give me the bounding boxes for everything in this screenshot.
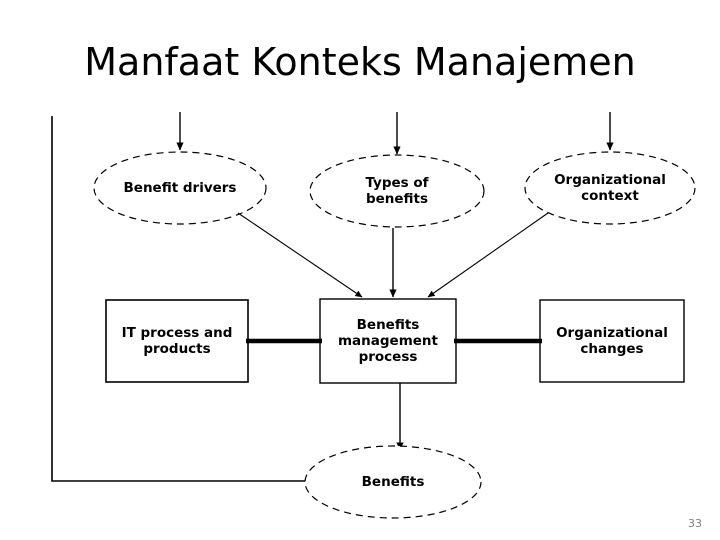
ellipse-benefits[interactable] (304, 445, 482, 519)
page-title: Manfaat Konteks Manajemen (84, 40, 636, 84)
ellipse-organizational-context[interactable] (524, 151, 696, 225)
arrow-benefit-drivers-to-process (237, 212, 363, 298)
page-number: 33 (688, 517, 702, 530)
ellipse-benefit-drivers[interactable] (93, 151, 267, 225)
ellipse-types-of-benefits[interactable] (309, 154, 485, 228)
arrow-organizational-context-to-process (427, 212, 549, 298)
box-organizational-changes[interactable] (539, 299, 685, 383)
box-benefits-management-process[interactable] (319, 298, 457, 384)
feedback-loop-line (51, 116, 307, 482)
box-it-process-and-products[interactable] (105, 299, 249, 383)
